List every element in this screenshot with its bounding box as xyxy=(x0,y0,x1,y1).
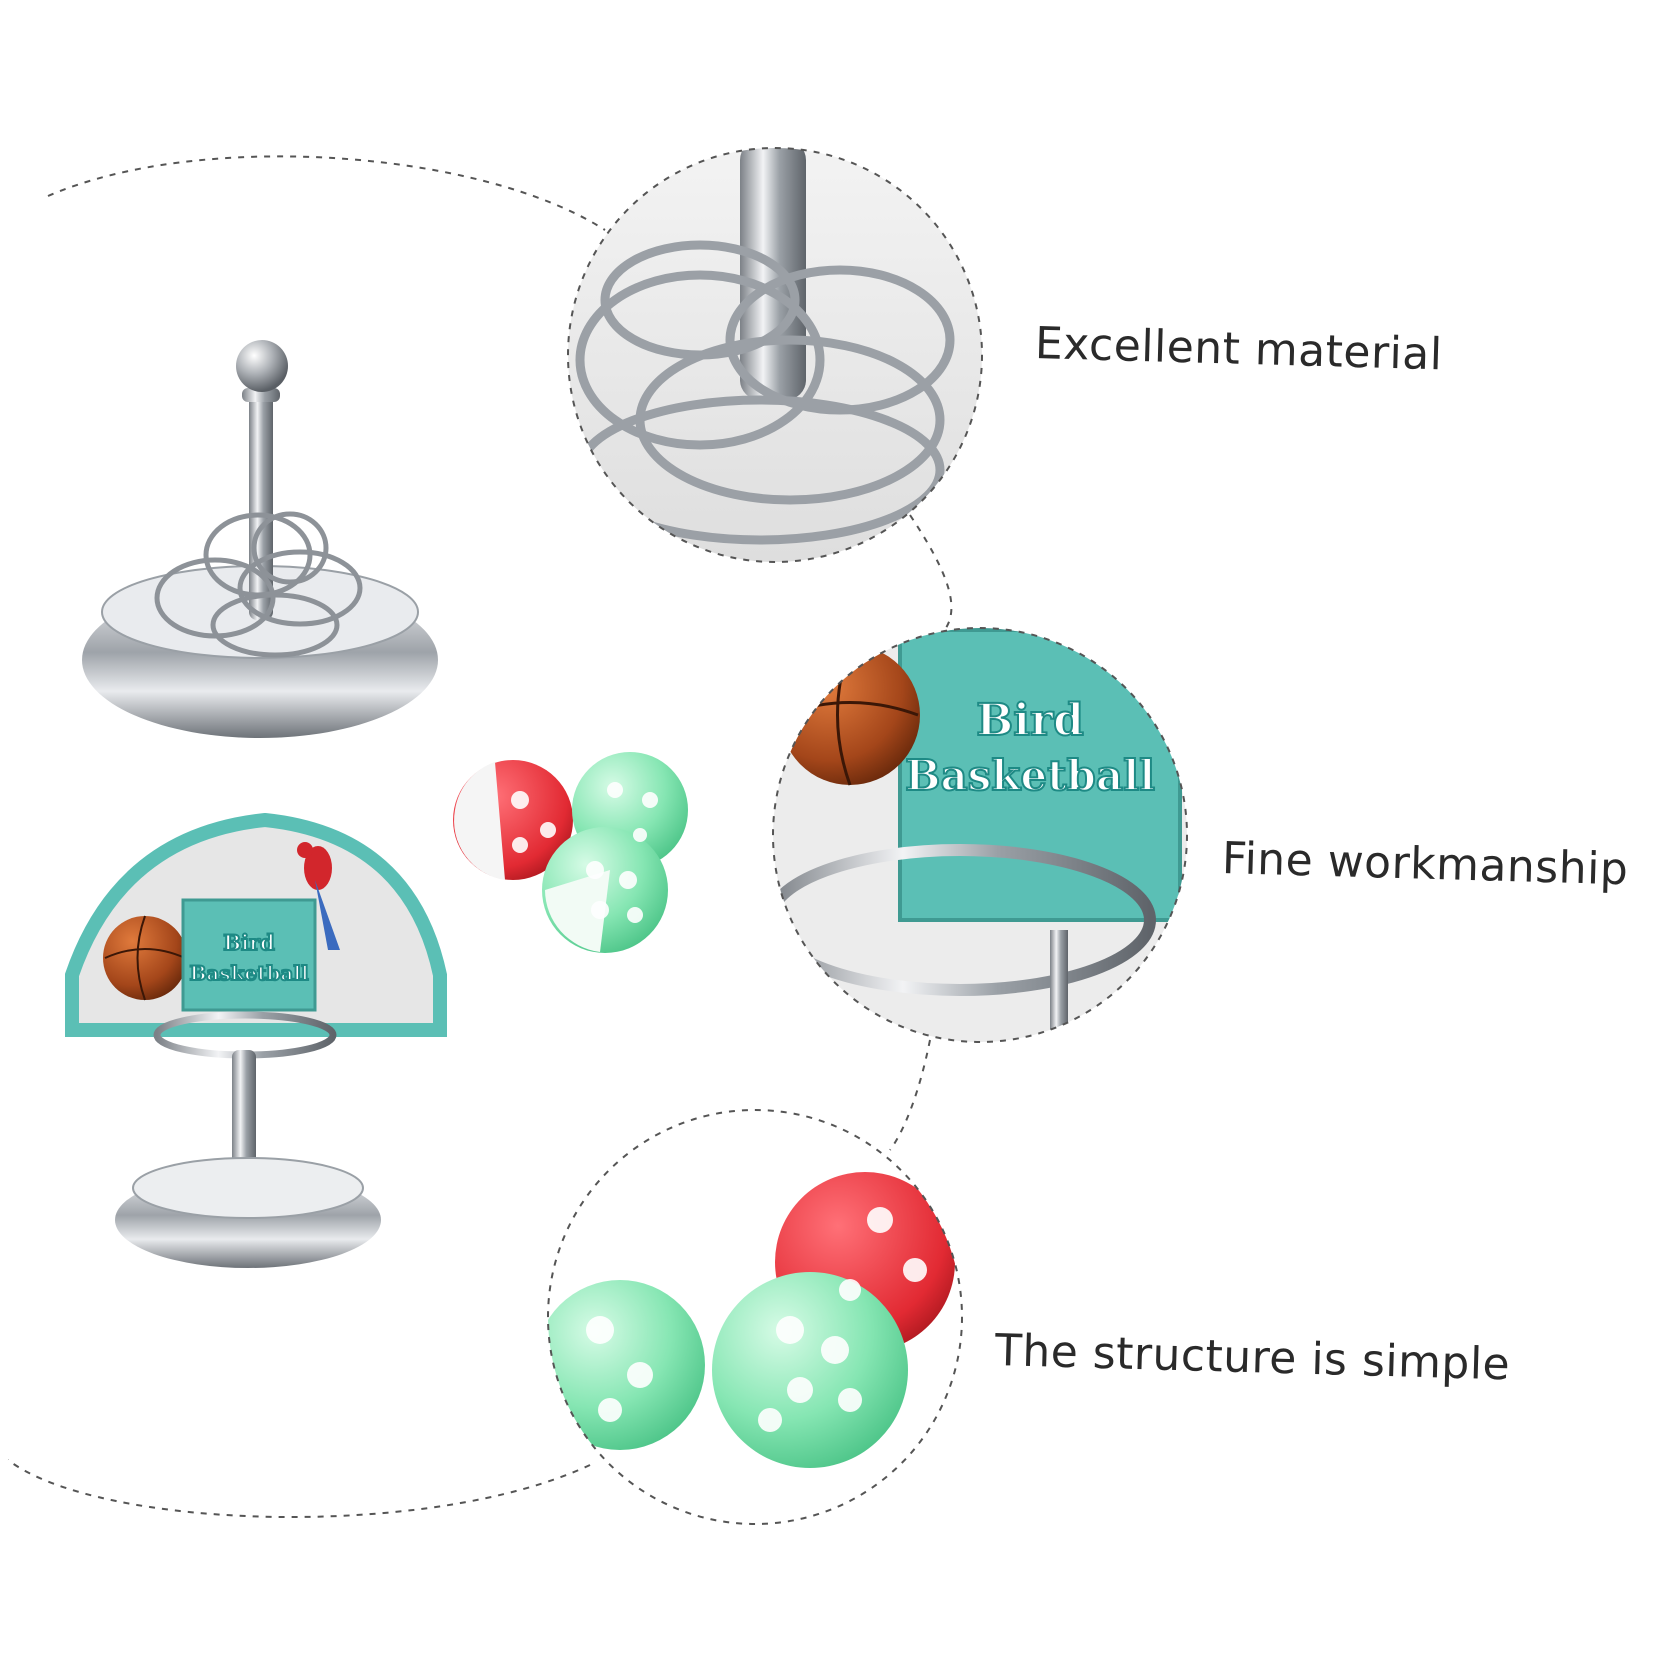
bell-balls-small xyxy=(453,752,688,953)
parrot-decal xyxy=(297,842,340,950)
board-text-line1: Bird xyxy=(223,930,275,955)
detail-circle-structure xyxy=(547,1109,963,1525)
dashed-arc xyxy=(7,155,953,1519)
detail-board-text-line1: Bird xyxy=(976,695,1084,746)
detail-circle-material xyxy=(567,147,983,563)
detail-board-text-line2: Basketball xyxy=(905,751,1155,800)
board-text-line2: Basketball xyxy=(189,961,308,985)
detail-circle-workmanship: Bird Basketball xyxy=(772,627,1188,1043)
ring-toss-stand xyxy=(82,340,438,738)
basketball-hoop-stand: Bird Basketball xyxy=(65,812,447,1268)
